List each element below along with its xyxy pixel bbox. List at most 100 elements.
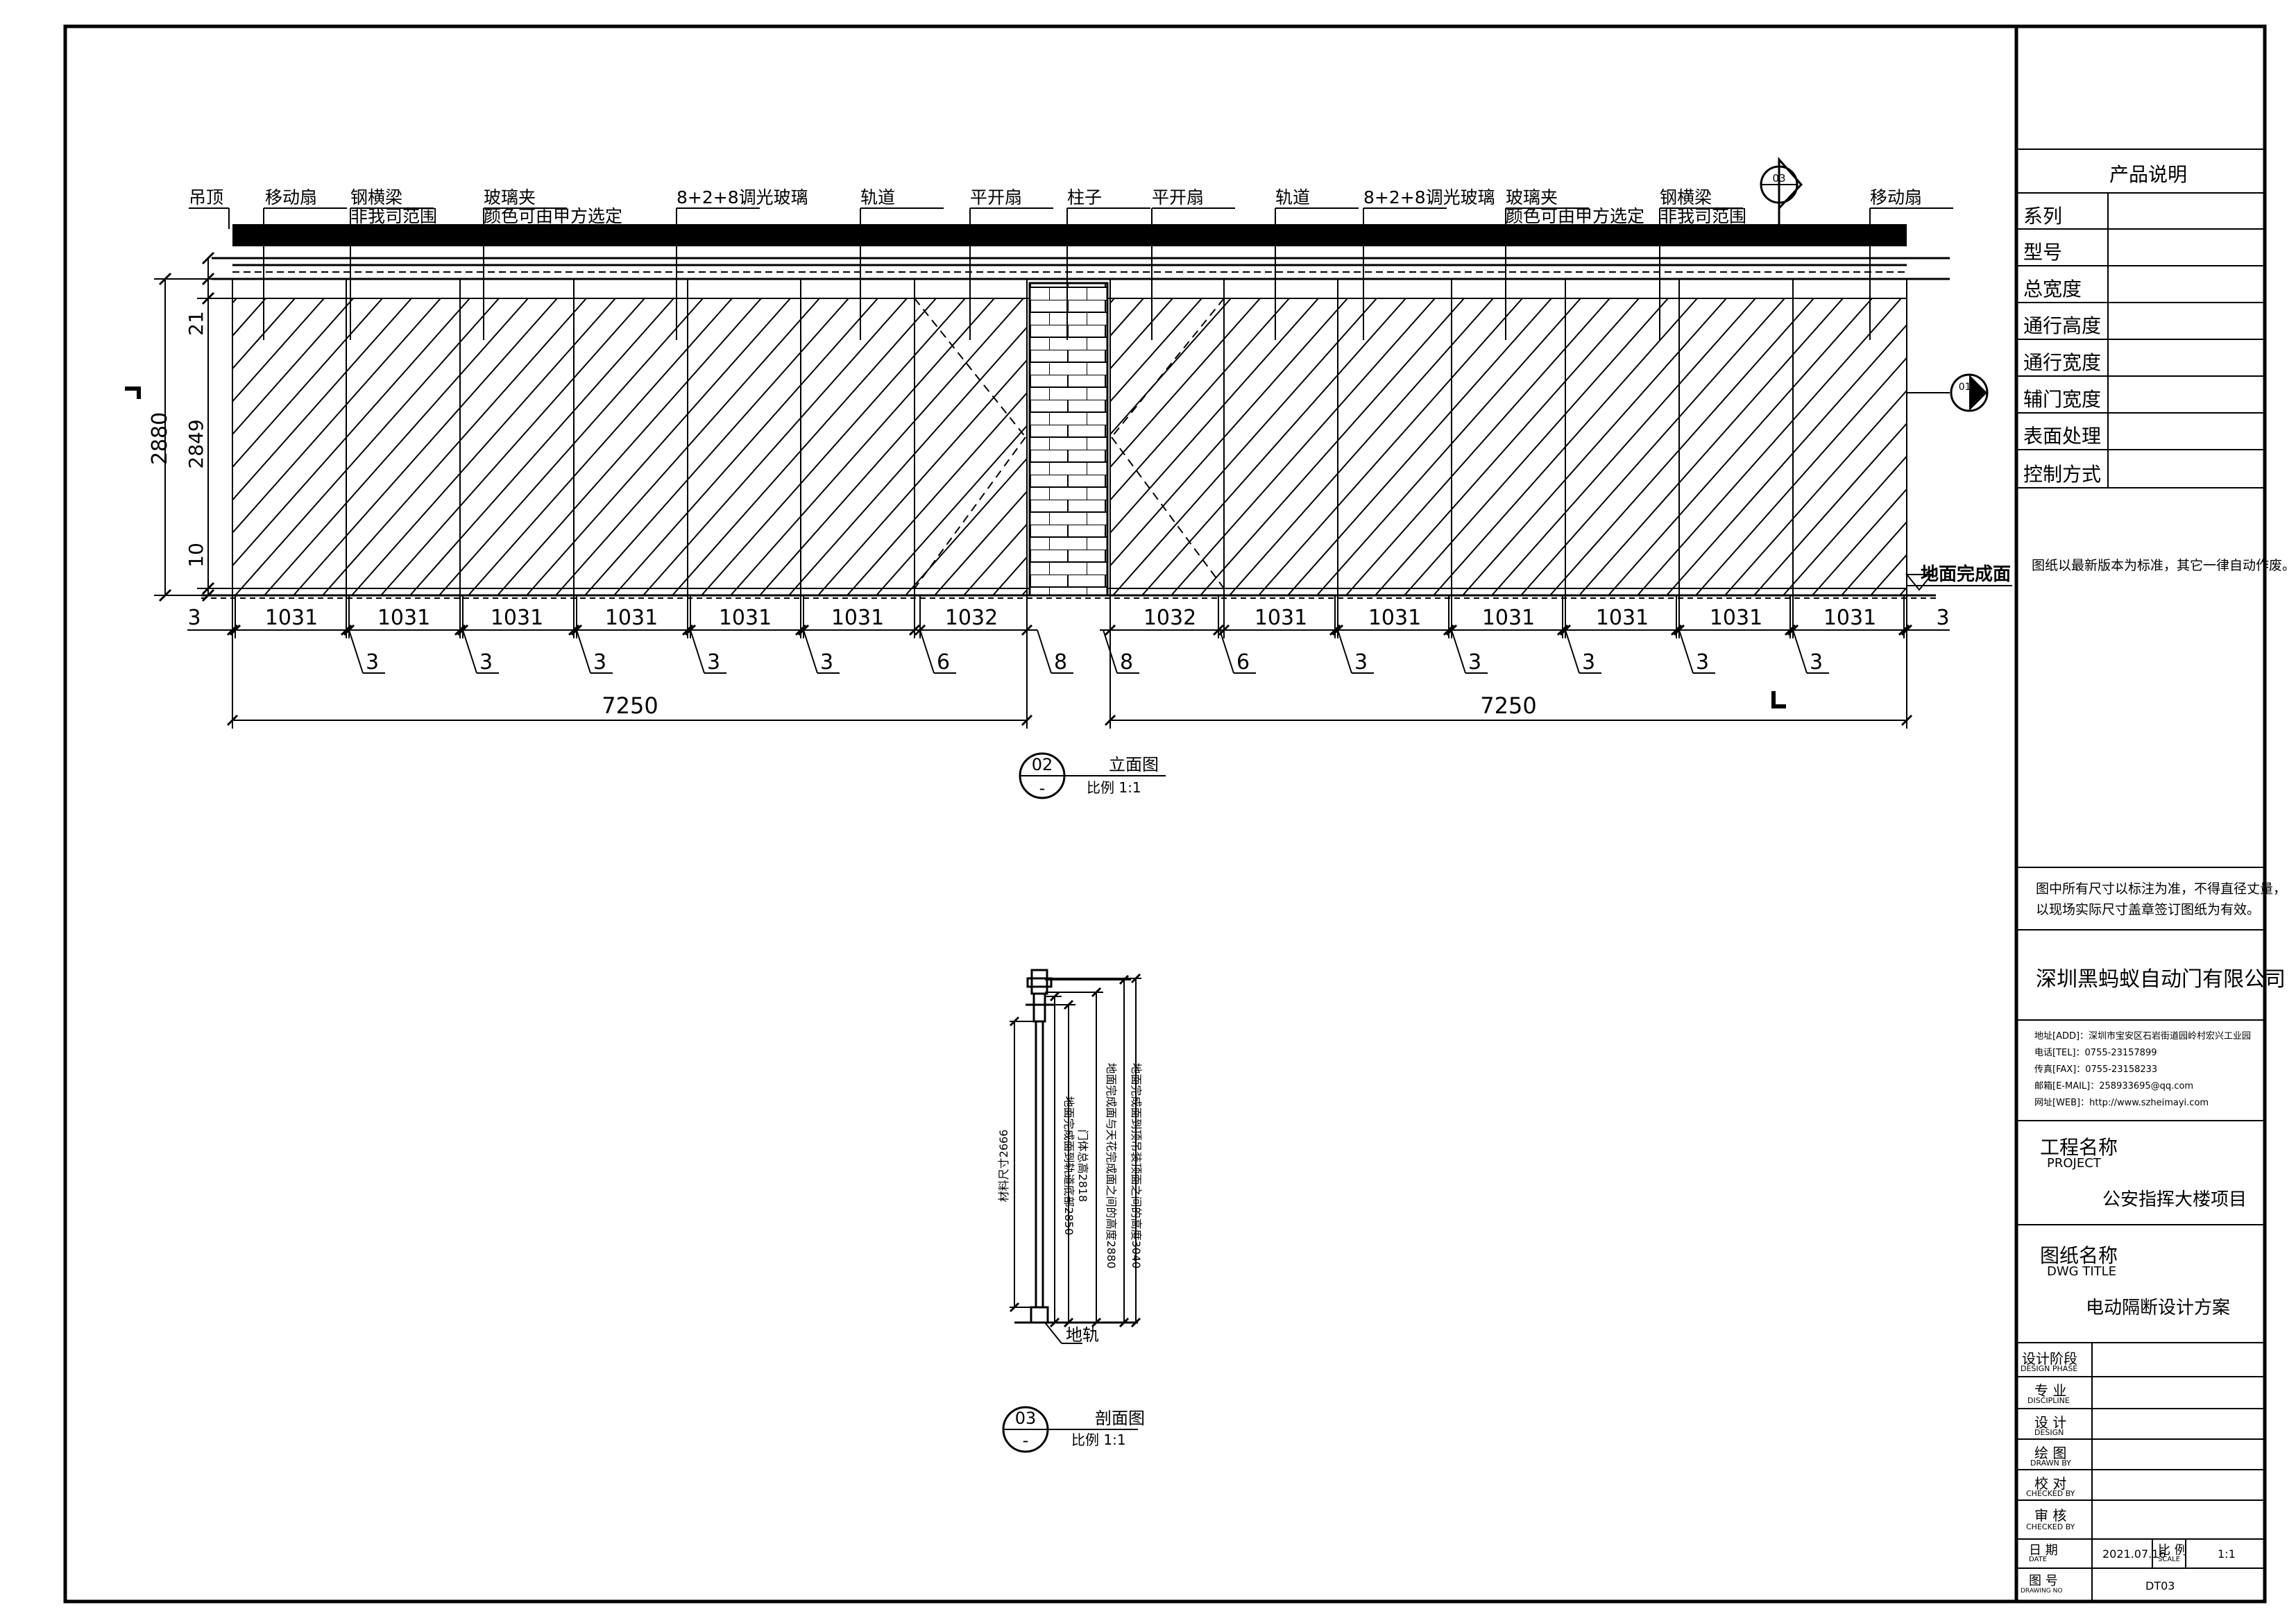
panel-width-dim: 1031 — [1255, 606, 1307, 630]
glass-hatch-line — [1110, 298, 1202, 403]
glass-hatch-line — [792, 298, 1056, 595]
row-pass-height: 通行高度 — [2023, 314, 2102, 337]
glass-hatch-line — [1375, 298, 1640, 595]
project-label-cn: 工程名称 — [2040, 1136, 2118, 1159]
glass-hatch-line — [232, 298, 354, 436]
panel-width-dim: 1031 — [377, 606, 430, 630]
gap-dim: 3 — [1354, 650, 1368, 674]
glass-hatch-line — [1637, 298, 1902, 595]
glass-hatch-line — [1841, 520, 1907, 595]
glass-hatch-line — [1549, 298, 1814, 595]
dim-top: 21 — [185, 311, 207, 336]
top-callout-label: 移动扇 — [265, 187, 317, 207]
glass-hatch-line — [380, 298, 645, 595]
glass-hatch-line — [409, 298, 674, 595]
gap-dim: 3 — [593, 650, 606, 674]
glass-hatch-line — [235, 298, 500, 595]
gap-dim: 3 — [707, 650, 720, 674]
section-dim-ceiling: 地面完成面与天花完成面之间的高度2880 — [1105, 1063, 1118, 1269]
note-version: 图纸以最新版本为标准，其它一律自动作废。 — [2032, 558, 2296, 573]
section-title-text: 剖面图 — [1095, 1409, 1145, 1428]
top-callout-label: 非我司范围 — [350, 206, 437, 226]
top-callout-label: 吊顶 — [189, 187, 223, 207]
drawing-no-value: DT03 — [2145, 1579, 2175, 1592]
gap-dim: 3 — [479, 650, 493, 674]
glass-hatch-line — [672, 298, 937, 595]
top-callout-label: 8+2+8调光玻璃 — [1363, 187, 1495, 207]
glass-hatch-line — [1608, 298, 1873, 595]
top-callout-label: 钢横梁 — [1660, 187, 1712, 207]
glass-hatch-line — [1345, 298, 1610, 595]
phase-en: DESIGN PHASE — [2021, 1364, 2078, 1373]
span-left: 7250 — [602, 692, 658, 719]
discipline-cn: 专 业 — [2034, 1382, 2067, 1399]
glass-hatch-line — [351, 298, 616, 595]
gap-dim: 6 — [1236, 650, 1250, 674]
glass-hatch-line — [847, 391, 1027, 595]
dim-total-height: 2880 — [148, 412, 172, 465]
checked-cn: 校 对 — [2034, 1475, 2067, 1492]
elevation-drawing — [0, 207, 1953, 599]
glass-hatch-line — [613, 298, 878, 595]
top-callout-label: 非我司范围 — [1660, 206, 1746, 226]
drawn-en: DRAWN BY — [2030, 1459, 2071, 1468]
scale-value: 1:1 — [2218, 1547, 2236, 1561]
glass-hatch-line — [905, 457, 1027, 595]
company-name: 深圳黑蚂蚁自动门有限公司 — [2036, 967, 2286, 992]
glass-hatch-line — [1666, 323, 1907, 595]
glass-hatch-line — [526, 298, 791, 595]
section-marker-03: 03 — [1760, 157, 1803, 229]
top-callout-label: 平开扇 — [970, 187, 1022, 207]
design-en: DESIGN — [2034, 1428, 2064, 1437]
panel-width-dim: 3 — [1936, 606, 1949, 630]
date-cn: 日 期 — [2029, 1543, 2058, 1558]
dim-bottom: 10 — [185, 543, 207, 568]
glass-hatch-line — [643, 298, 908, 595]
top-callout-label: 柱子 — [1067, 187, 1102, 207]
top-callout-label: 移动扇 — [1870, 187, 1922, 207]
section-dim-track: 地面完成面到轨道底部2850 — [1062, 1096, 1075, 1236]
panel-width-dim: 1031 — [831, 606, 884, 630]
gap-dim: 3 — [366, 650, 379, 674]
glass-hatch-line — [1110, 298, 1261, 468]
detail-marker-01a: 01a — [1907, 373, 1989, 412]
panel-width-dim: 1031 — [1596, 606, 1649, 630]
glass-hatch-line — [439, 298, 704, 595]
glass-hatch-line — [1110, 298, 1232, 436]
glass-hatch-line — [232, 298, 383, 468]
project-label-en: PROJECT — [2047, 1156, 2101, 1171]
date-en: DATE — [2029, 1556, 2048, 1563]
glass-hatch-line — [1112, 298, 1377, 595]
glass-hatch-line — [1812, 488, 1907, 595]
section-dim-door: 门体总高2818 — [1076, 1130, 1089, 1203]
panel-width-dim: 1032 — [945, 606, 998, 630]
dwg-name: 电动隔断设计方案 — [2086, 1298, 2231, 1318]
glass-hatch-line — [1229, 298, 1494, 595]
panel-width-dim: 3 — [187, 606, 201, 630]
glass-hatch-line — [1110, 298, 1319, 534]
outer-border — [63, 24, 2267, 1604]
glass-hatch-line — [1433, 298, 1698, 595]
checked-en: CHECKED BY — [2026, 1489, 2075, 1498]
drawing-no-en: DRAWING NO — [2021, 1588, 2063, 1595]
website: 网址[WEB]：http://www.szheimayi.com — [2034, 1098, 2209, 1108]
row-total-width: 总宽度 — [2023, 278, 2082, 300]
gap-dim: 3 — [820, 650, 833, 674]
panel-width-dim: 1031 — [1368, 606, 1421, 630]
email: 邮箱[E-MAIL]：258933695@qq.com — [2034, 1081, 2194, 1091]
glass-hatch-line — [232, 298, 266, 337]
glass-hatch-line — [817, 359, 1027, 595]
glass-hatch-line — [0, 298, 207, 595]
top-callout-label: 8+2+8调光玻璃 — [677, 187, 808, 207]
product-header: 产品说明 — [2109, 163, 2188, 186]
floor-finish-marker: 地面完成面 — [1905, 563, 2012, 591]
glass-hatch-line — [497, 298, 762, 595]
glass-hatch-line — [468, 298, 733, 595]
panel-width-dim: 1032 — [1143, 606, 1196, 630]
glass-hatch-line — [322, 298, 587, 595]
section-title-num: 03 — [1015, 1409, 1037, 1428]
span-right: 7250 — [1480, 692, 1536, 719]
scale-cn: 比 例 — [2158, 1543, 2187, 1558]
gap-dim: 8 — [1054, 650, 1067, 674]
